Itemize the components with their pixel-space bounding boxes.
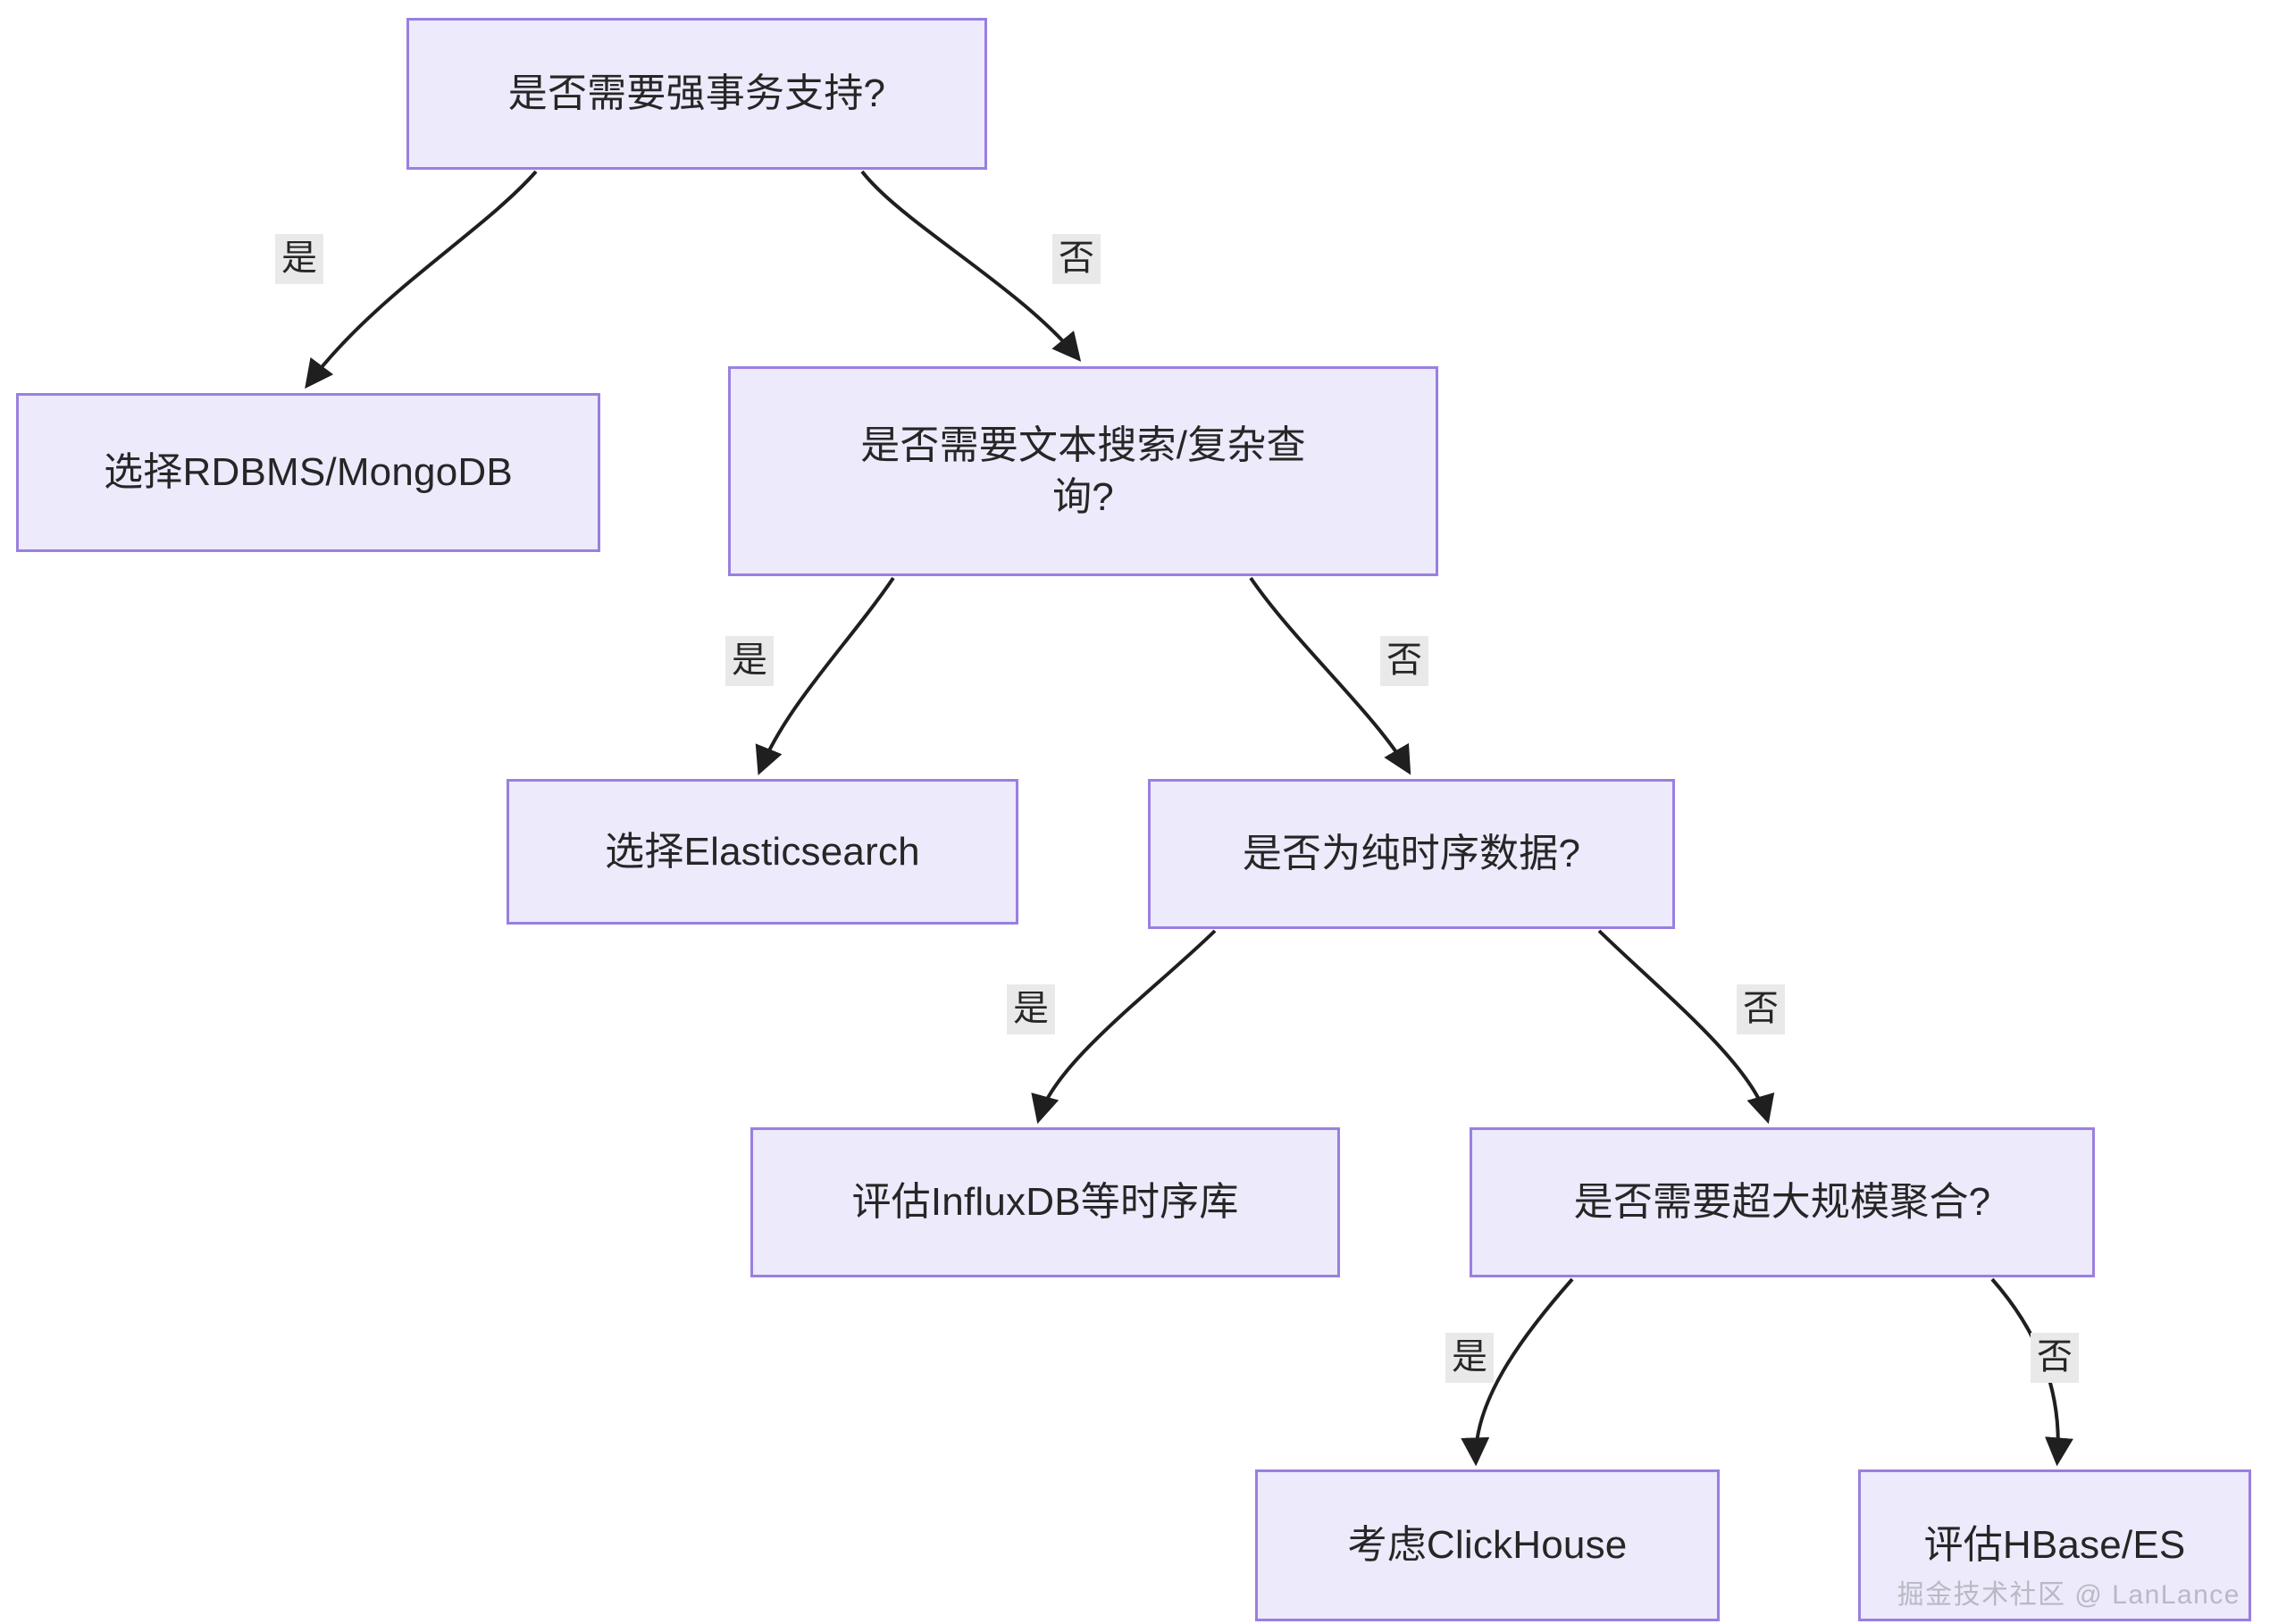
flow-edge-e1 [305, 170, 538, 389]
flow-node-n7[interactable]: 是否需要超大规模聚合? [1470, 1127, 2095, 1277]
flow-node-label: 选择Elasticsearch [605, 829, 920, 874]
flow-node-n9[interactable]: 评估HBase/ES [1858, 1469, 2251, 1621]
flow-node-label: 是否为纯时序数据? [1242, 832, 1581, 876]
flow-edge-label-e6: 否 [1737, 984, 1785, 1034]
edge-path-group [305, 170, 2073, 1467]
flow-node-label: 选择RDBMS/MongoDB [104, 450, 513, 495]
flow-node-label: 评估HBase/ES [1923, 1523, 2186, 1568]
flow-edge-e7 [1461, 1277, 1574, 1467]
flow-node-n6[interactable]: 评估InfluxDB等时序库 [750, 1127, 1340, 1277]
flow-edge-e5 [1031, 929, 1217, 1125]
flow-edge-label-e2: 否 [1052, 234, 1101, 284]
flow-node-n5[interactable]: 是否为纯时序数据? [1148, 779, 1675, 929]
flow-edge-e3 [755, 576, 895, 775]
flow-edge-label-e5: 是 [1007, 984, 1055, 1034]
flow-node-n8[interactable]: 考虑ClickHouse [1255, 1469, 1720, 1621]
flow-node-label: 是否需要文本搜索/复杂查 询? [860, 423, 1306, 519]
flow-node-label: 是否需要超大规模聚合? [1573, 1180, 1991, 1225]
flow-node-label: 考虑ClickHouse [1347, 1523, 1628, 1568]
flow-node-n2[interactable]: 选择RDBMS/MongoDB [16, 393, 600, 552]
flow-edge-label-e1: 是 [275, 234, 323, 284]
flow-node-n3[interactable]: 是否需要文本搜索/复杂查 询? [728, 366, 1438, 576]
flow-edge-e2 [860, 170, 1082, 362]
flow-node-label: 评估InfluxDB等时序库 [851, 1180, 1239, 1225]
flow-node-label: 是否需要强事务支持? [507, 71, 886, 116]
flow-node-n1[interactable]: 是否需要强事务支持? [406, 18, 987, 170]
flow-edge-label-e7: 是 [1445, 1333, 1494, 1383]
flow-node-n4[interactable]: 选择Elasticsearch [507, 779, 1018, 925]
flow-edge-label-e3: 是 [725, 636, 774, 686]
flow-edge-label-e4: 否 [1380, 636, 1428, 686]
flow-edge-e4 [1249, 576, 1411, 775]
flow-edge-label-e8: 否 [2031, 1333, 2079, 1383]
flow-edge-e6 [1597, 929, 1775, 1125]
